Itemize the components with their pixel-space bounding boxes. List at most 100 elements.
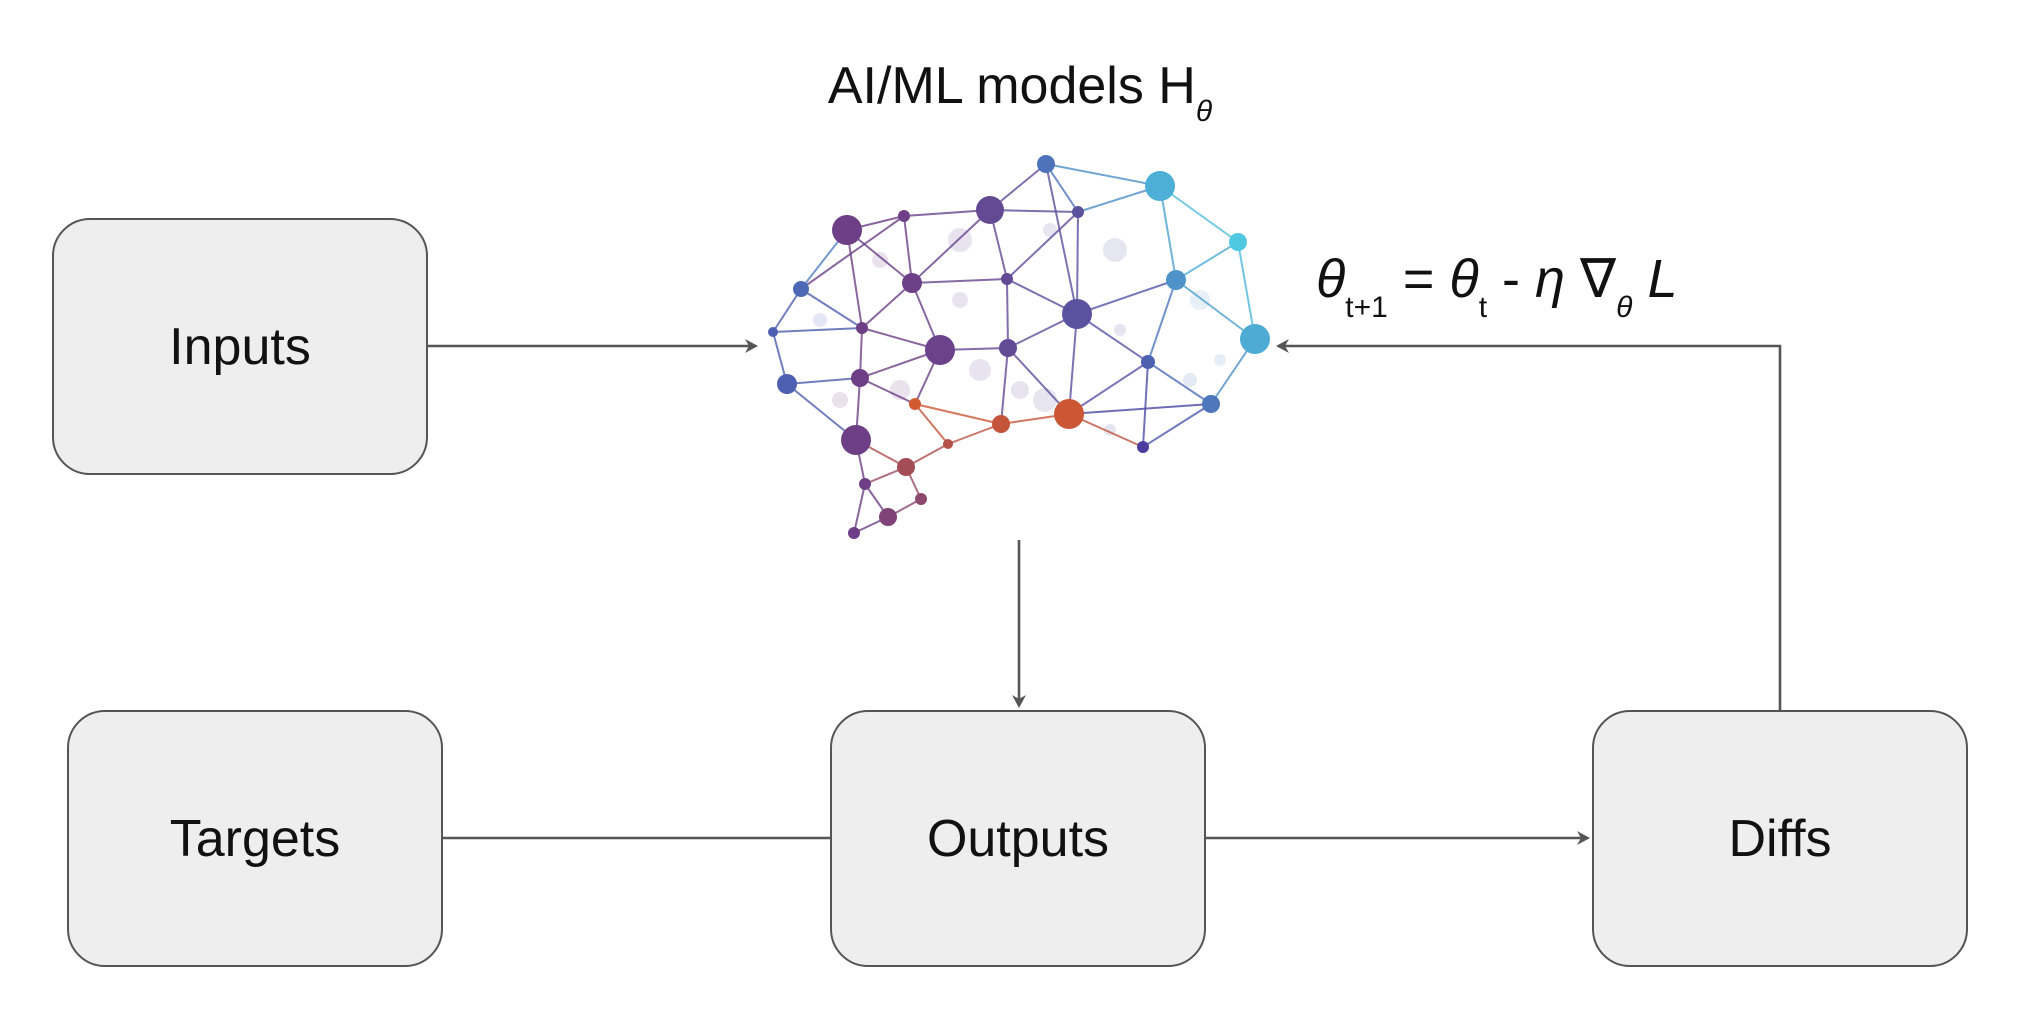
brain-node	[1229, 233, 1247, 251]
outputs-label: Outputs	[926, 809, 1110, 868]
brain-connection	[1147, 279, 1177, 363]
model-title: AI/ML models Hθ	[760, 57, 1280, 128]
brain-background-dot	[1033, 388, 1057, 412]
outputs-node: Outputs	[830, 710, 1206, 967]
diffs-label: Diffs	[1728, 809, 1832, 868]
brain-background-dot	[948, 228, 972, 252]
formula-theta-next: θ	[1316, 249, 1346, 309]
brain-background-dot	[813, 313, 827, 327]
update-rule-formula: θt+1 = θt - η ∇θ L	[1316, 249, 1678, 324]
formula-theta-current: θ	[1449, 249, 1479, 309]
brain-node	[832, 215, 862, 245]
brain-background-dot	[1011, 381, 1029, 399]
brain-connection	[1000, 347, 1009, 425]
brain-connection	[989, 209, 1079, 213]
brain-connection	[914, 403, 949, 445]
diffs-to-model-feedback-arrow	[1276, 339, 1782, 710]
brain-connection	[1159, 185, 1239, 243]
brain-node	[777, 374, 797, 394]
brain-node	[897, 458, 915, 476]
brain-node	[902, 273, 922, 293]
brain-node	[909, 398, 921, 410]
brain-node	[1141, 355, 1155, 369]
brain-connection	[1068, 403, 1212, 415]
brain-connection	[1045, 163, 1161, 187]
brain-node	[915, 493, 927, 505]
brain-node	[768, 327, 778, 337]
brain-connection	[947, 423, 1002, 445]
brain-connection	[911, 278, 1008, 284]
brain-connection	[903, 215, 913, 284]
brain-node	[1001, 273, 1013, 285]
formula-sub-t-plus-1: t+1	[1345, 291, 1388, 324]
formula-equals: =	[1387, 249, 1450, 309]
brain-connection	[1045, 163, 1078, 315]
brain-node	[851, 369, 869, 387]
brain-background-dot	[1043, 223, 1057, 237]
brain-node	[1062, 299, 1092, 329]
brain-node	[841, 425, 871, 455]
targets-label: Targets	[169, 809, 341, 868]
formula-sub-t: t	[1478, 291, 1488, 324]
brain-node	[1240, 324, 1270, 354]
brain-connection	[1142, 403, 1212, 448]
brain-node	[898, 210, 910, 222]
neural-network-brain-icon	[768, 155, 1270, 539]
brain-connection	[853, 483, 866, 534]
brain-connection	[1175, 279, 1256, 340]
formula-sub-theta: θ	[1616, 291, 1633, 324]
brain-node	[976, 196, 1004, 224]
brain-connection	[911, 209, 991, 284]
formula-minus: -	[1487, 249, 1536, 309]
targets-node: Targets	[67, 710, 443, 967]
brain-connection	[772, 288, 802, 333]
brain-connection	[914, 403, 1002, 425]
brain-node	[999, 339, 1017, 357]
brain-background-dot	[1114, 324, 1126, 336]
brain-background-dot	[1214, 354, 1226, 366]
brain-connection	[1142, 361, 1149, 448]
brain-connection	[772, 327, 863, 333]
brain-connection	[1006, 211, 1079, 280]
model-title-subscript: θ	[1195, 95, 1213, 128]
brain-connection	[1068, 313, 1078, 415]
inputs-node: Inputs	[52, 218, 428, 475]
brain-connection	[1175, 241, 1239, 281]
brain-node	[1202, 395, 1220, 413]
brain-node	[859, 478, 871, 490]
brain-background-dot	[832, 392, 848, 408]
formula-loss: L	[1632, 249, 1678, 309]
brain-connection	[1076, 211, 1079, 315]
brain-node	[848, 527, 860, 539]
diffs-node: Diffs	[1592, 710, 1968, 967]
brain-connection	[1147, 361, 1212, 405]
brain-connection	[903, 209, 991, 217]
brain-node	[1072, 206, 1084, 218]
formula-eta: η	[1535, 249, 1566, 309]
inputs-label: Inputs	[169, 317, 311, 376]
brain-connection	[1237, 241, 1256, 340]
brain-connection	[846, 229, 863, 329]
brain-connection	[1076, 279, 1177, 315]
brain-node	[1145, 171, 1175, 201]
brain-background-dot	[1183, 373, 1197, 387]
brain-node	[1054, 399, 1084, 429]
brain-node	[856, 322, 868, 334]
brain-connection	[800, 288, 863, 329]
brain-connection	[861, 282, 913, 329]
connectors	[428, 339, 1782, 845]
formula-nabla: ∇	[1565, 249, 1617, 309]
brain-background-dot	[1103, 238, 1127, 262]
brain-connection	[1159, 185, 1177, 281]
brain-connection	[800, 215, 905, 290]
brain-connection	[786, 377, 861, 385]
brain-background-dot	[872, 252, 888, 268]
brain-connection	[1006, 278, 1009, 349]
brain-node	[879, 508, 897, 526]
brain-connection	[859, 377, 916, 405]
brain-background-dot	[969, 359, 991, 381]
brain-node	[793, 281, 809, 297]
brain-node	[943, 439, 953, 449]
brain-node	[1137, 441, 1149, 453]
